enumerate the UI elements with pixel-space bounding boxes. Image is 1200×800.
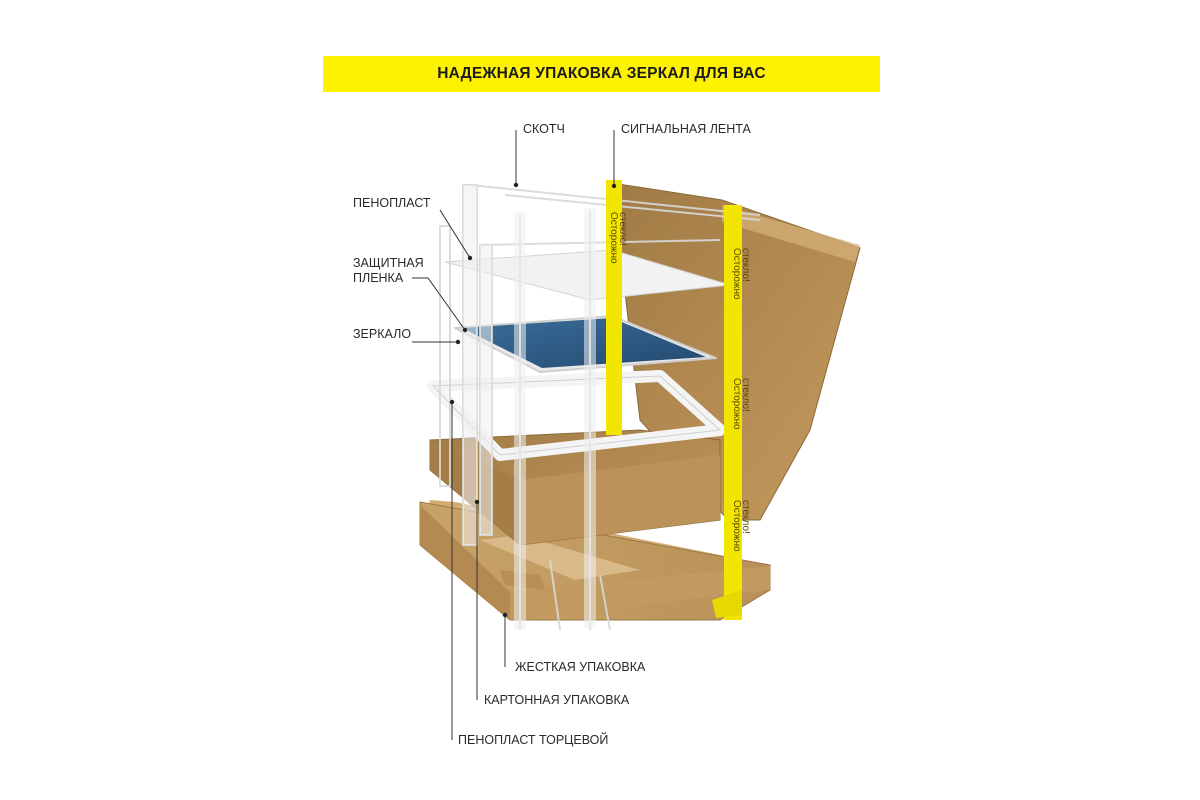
tape-text-right-1b: стекло!: [740, 248, 751, 282]
label-signal-tape: СИГНАЛЬНАЯ ЛЕНТА: [621, 122, 751, 136]
title-banner: НАДЕЖНАЯ УПАКОВКА ЗЕРКАЛ ДЛЯ ВАС: [323, 56, 880, 92]
leader-protective-film: [412, 277, 466, 331]
tape-text-left-2: стекло!: [617, 212, 628, 246]
leader-dots: [449, 182, 617, 618]
label-rigid-packaging: ЖЕСТКАЯ УПАКОВКА: [515, 660, 646, 674]
page-title: НАДЕЖНАЯ УПАКОВКА ЗЕРКАЛ ДЛЯ ВАС: [437, 65, 766, 82]
label-protective-film: ЗАЩИТНАЯ ПЛЕНКА: [353, 256, 424, 285]
tape-text-right-3a: Осторожно: [731, 500, 742, 552]
cardboard-packaging: [429, 429, 721, 546]
tape-text-right-3b: стекло!: [740, 500, 751, 534]
leader-foam: [439, 209, 471, 259]
tape-text-right-2b: стекло!: [740, 378, 751, 412]
label-end-foam: ПЕНОПЛАСТ ТОРЦЕВОЙ: [458, 733, 609, 747]
frame-fills: [463, 185, 596, 630]
signal-tape-right: Осторожно стекло! Осторожно стекло! Осто…: [712, 205, 751, 620]
leader-lines: [412, 130, 615, 740]
label-foam: ПЕНОПЛАСТ: [353, 196, 431, 210]
tape-text-right-1a: Осторожно: [731, 248, 742, 300]
label-scotch: СКОТЧ: [523, 122, 565, 136]
label-cardboard-packaging: КАРТОННАЯ УПАКОВКА: [484, 693, 630, 707]
tape-text-right-2a: Осторожно: [731, 378, 742, 430]
tape-text-left-1: Осторожно: [608, 212, 619, 264]
label-mirror: ЗЕРКАЛО: [353, 327, 412, 341]
signal-tape-left: Осторожно стекло!: [606, 180, 628, 435]
